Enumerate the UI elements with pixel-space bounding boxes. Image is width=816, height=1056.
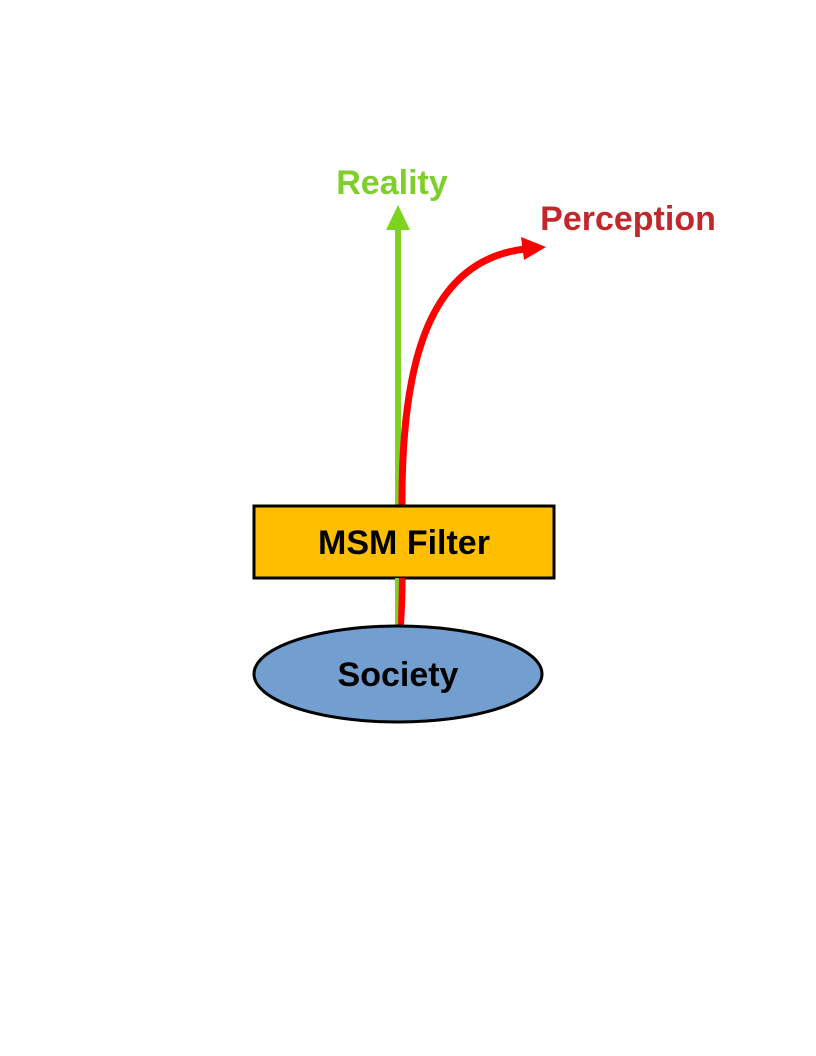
msm-filter-box: MSM Filter <box>252 504 556 580</box>
perception-arrowhead <box>521 237 546 260</box>
society-label: Society <box>338 656 459 694</box>
perception-arrow-base <box>398 577 405 627</box>
reality-arrowhead <box>386 205 410 230</box>
msm-filter-rect <box>252 504 556 580</box>
reality-label: Reality <box>336 164 448 202</box>
society-ellipse <box>252 624 544 724</box>
perception-label: Perception <box>540 200 716 238</box>
msm-filter-label: MSM Filter <box>318 524 490 562</box>
society-node: Society <box>252 624 544 724</box>
